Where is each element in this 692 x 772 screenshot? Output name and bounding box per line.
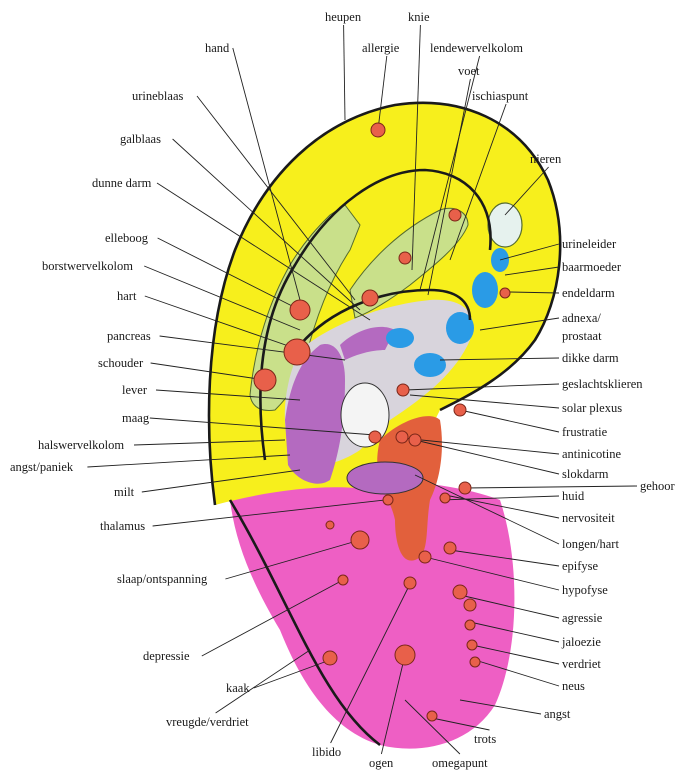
reflex-point bbox=[409, 434, 421, 446]
label-milt: milt bbox=[114, 485, 135, 499]
label-slokdarm: slokdarm bbox=[562, 467, 609, 481]
label-neus: neus bbox=[562, 679, 585, 693]
label-trots: trots bbox=[474, 732, 496, 746]
label-jaloezie: jaloezie bbox=[561, 635, 601, 649]
leader-line bbox=[460, 410, 559, 432]
reflex-point bbox=[419, 551, 431, 563]
ear-lobe bbox=[230, 481, 514, 749]
reflex-point bbox=[467, 640, 477, 650]
label-schouder: schouder bbox=[98, 356, 144, 370]
label-longen-hart: longen/hart bbox=[562, 537, 619, 551]
stomach-zone bbox=[341, 383, 389, 447]
kidney-zone bbox=[488, 203, 522, 247]
blue-zone-2 bbox=[414, 353, 446, 377]
label-lever: lever bbox=[122, 383, 148, 397]
blue-zone-1 bbox=[386, 328, 414, 348]
label-slaap: slaap/ontspanning bbox=[117, 572, 208, 586]
label-huid: huid bbox=[562, 489, 585, 503]
reflex-point bbox=[338, 575, 348, 585]
label-omegapunt: omegapunt bbox=[432, 756, 488, 770]
label-vreugde: vreugde/verdriet bbox=[166, 715, 249, 729]
reflex-point bbox=[371, 123, 385, 137]
label-maag: maag bbox=[122, 411, 150, 425]
reflex-point bbox=[404, 577, 416, 589]
reflex-point bbox=[470, 657, 480, 667]
reflex-point bbox=[449, 209, 461, 221]
label-ischiaspunt: ischiaspunt bbox=[472, 89, 529, 103]
label-frustratie: frustratie bbox=[562, 425, 608, 439]
label-ogen: ogen bbox=[369, 756, 394, 770]
reflex-point bbox=[326, 521, 334, 529]
reflex-point bbox=[454, 404, 466, 416]
label-solar-plexus: solar plexus bbox=[562, 401, 622, 415]
label-nieren: nieren bbox=[530, 152, 562, 166]
reflex-point bbox=[284, 339, 310, 365]
label-lendewervelkolom: lendewervelkolom bbox=[430, 41, 523, 55]
label-knie: knie bbox=[408, 10, 430, 24]
label-libido: libido bbox=[312, 745, 341, 759]
label-elleboog: elleboog bbox=[105, 231, 149, 245]
reflex-point bbox=[397, 384, 409, 396]
label-angst: angst bbox=[544, 707, 571, 721]
label-dikke-darm: dikke darm bbox=[562, 351, 619, 365]
reflex-point bbox=[465, 620, 475, 630]
label-hypofyse: hypofyse bbox=[562, 583, 608, 597]
reflex-point bbox=[427, 711, 437, 721]
reflex-point bbox=[290, 300, 310, 320]
label-epifyse: epifyse bbox=[562, 559, 599, 573]
reflex-point bbox=[464, 599, 476, 611]
reflex-point bbox=[440, 493, 450, 503]
label-thalamus: thalamus bbox=[100, 519, 145, 533]
label-gehoor: gehoor bbox=[640, 479, 676, 493]
label-dunne-darm: dunne darm bbox=[92, 176, 152, 190]
label-borstwervelkolom: borstwervelkolom bbox=[42, 259, 133, 273]
reflex-point bbox=[383, 495, 393, 505]
label-depressie: depressie bbox=[143, 649, 190, 663]
label-urineleider: urineleider bbox=[562, 237, 617, 251]
label-baarmoeder: baarmoeder bbox=[562, 260, 622, 274]
reflex-point bbox=[459, 482, 471, 494]
leader-line bbox=[465, 486, 637, 488]
label-kaak: kaak bbox=[226, 681, 250, 695]
label-adnexa-prostaat: adnexa/ bbox=[562, 311, 601, 325]
label-heupen: heupen bbox=[325, 10, 362, 24]
label-halswervelkolom: halswervelkolom bbox=[38, 438, 124, 452]
reflex-point bbox=[351, 531, 369, 549]
label-hart: hart bbox=[117, 289, 137, 303]
label-endeldarm: endeldarm bbox=[562, 286, 615, 300]
label-prostaat: prostaat bbox=[562, 329, 602, 343]
intertragic-zone bbox=[347, 462, 423, 494]
reflex-point bbox=[453, 585, 467, 599]
label-allergie: allergie bbox=[362, 41, 400, 55]
reflex-point bbox=[396, 431, 408, 443]
label-verdriet: verdriet bbox=[562, 657, 601, 671]
label-nervositeit: nervositeit bbox=[562, 511, 615, 525]
label-voet: voet bbox=[458, 64, 480, 78]
leader-line bbox=[344, 25, 345, 120]
label-antinicotine: antinicotine bbox=[562, 447, 621, 461]
reflex-point bbox=[500, 288, 510, 298]
label-angst-paniek: angst/paniek bbox=[10, 460, 74, 474]
label-agressie: agressie bbox=[562, 611, 603, 625]
reflex-point bbox=[444, 542, 456, 554]
reflex-point bbox=[254, 369, 276, 391]
reflex-point bbox=[369, 431, 381, 443]
label-geslachtsklieren: geslachtsklieren bbox=[562, 377, 643, 391]
label-pancreas: pancreas bbox=[107, 329, 151, 343]
label-urineblaas: urineblaas bbox=[132, 89, 184, 103]
reflex-point bbox=[395, 645, 415, 665]
reflex-point bbox=[323, 651, 337, 665]
blue-zone-4 bbox=[472, 272, 498, 308]
reflex-point bbox=[362, 290, 378, 306]
reflex-point bbox=[399, 252, 411, 264]
label-hand: hand bbox=[205, 41, 230, 55]
label-galblaas: galblaas bbox=[120, 132, 161, 146]
